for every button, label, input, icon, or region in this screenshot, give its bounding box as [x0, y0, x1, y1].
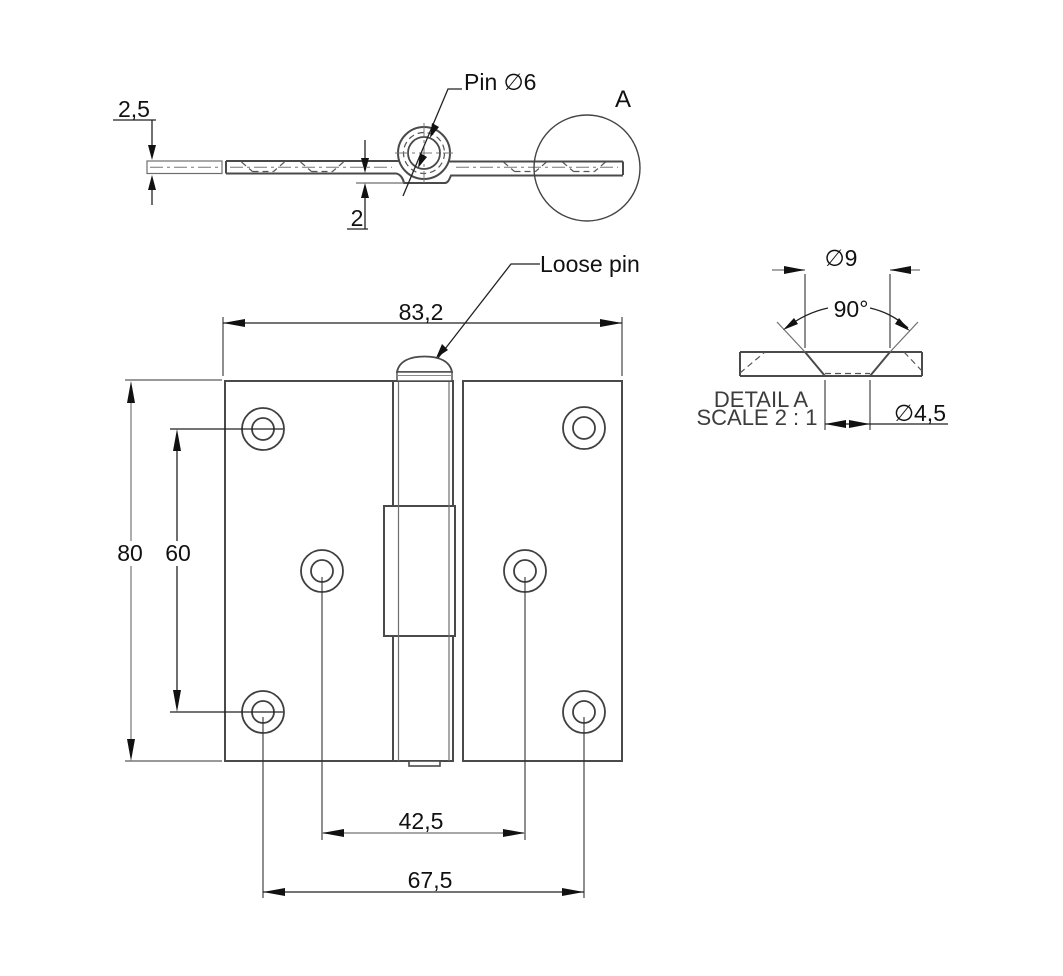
dimension-hole-mid: 42,5 — [321, 577, 526, 840]
countersink-3 — [503, 161, 547, 173]
dimension-hole-vertical: 60 — [165, 428, 283, 713]
detail-a-letter: A — [615, 86, 631, 113]
countersink-hidden-lines — [241, 161, 606, 173]
knuckle-top — [392, 380, 454, 507]
height-arrow-bottom — [127, 739, 135, 761]
countersink-2 — [300, 161, 344, 173]
dimension-hole-dia: ∅4,5 — [824, 380, 948, 430]
offset-text: 2 — [351, 205, 364, 231]
height-text: 80 — [117, 540, 143, 566]
loose-pin-leader — [437, 263, 540, 359]
thickness-arrow-bottom — [148, 175, 156, 190]
hole-dia-arrow-right — [849, 420, 870, 428]
dimension-thickness: 2,5 — [113, 96, 156, 205]
detail-countersink-slopes — [804, 351, 891, 377]
hole-mid-arrow-right — [503, 829, 525, 837]
csk-angle-arrow-left — [783, 318, 798, 330]
knuckle-middle — [383, 505, 456, 637]
detail-scale: SCALE 2 : 1 — [696, 405, 817, 430]
csk-dia-text: ∅9 — [825, 245, 858, 271]
hole-outer-arrow-right — [562, 888, 584, 896]
hole-v-text: 60 — [165, 540, 191, 566]
csk-dia-arrow-right — [890, 266, 911, 274]
detail-adjacent-csk-left — [739, 351, 766, 374]
hole-v-arrow-bottom — [173, 690, 181, 712]
width-arrow-right — [600, 319, 622, 327]
hole-v-arrow-top — [173, 429, 181, 451]
pin-leader-arrow-2 — [418, 153, 427, 168]
countersink-1 — [241, 161, 285, 173]
knuckle-bottom — [392, 635, 454, 762]
pin-head-collar — [396, 371, 453, 382]
hinge-leaf-edge-left — [146, 160, 223, 175]
thickness-arrow-top — [148, 145, 156, 160]
width-arrow-left — [223, 319, 245, 327]
offset-arrow-bottom — [361, 183, 369, 198]
pin-leader-line — [402, 88, 462, 197]
hole-mid-right — [503, 549, 547, 593]
detail-angle-extension-lines — [776, 321, 919, 353]
top-view: Pin ∅6 A 2,5 2 — [113, 69, 641, 231]
height-arrow-top — [127, 381, 135, 403]
dimension-csk-dia: ∅9 — [772, 245, 920, 348]
pin-foot — [408, 760, 441, 767]
hole-top-right — [562, 406, 606, 450]
hole-mid-text: 42,5 — [399, 808, 444, 834]
csk-dia-arrow-left — [784, 266, 805, 274]
loose-pin-text: Loose pin — [540, 251, 640, 277]
csk-angle-text: 90° — [834, 296, 869, 322]
front-view: Loose pin 83,2 80 60 — [117, 251, 640, 898]
pin-note-leader — [402, 88, 462, 197]
countersink-4 — [562, 161, 606, 173]
hole-mid-arrow-left — [322, 829, 344, 837]
pin-head-dome — [395, 355, 454, 373]
detail-plate-outline — [739, 351, 923, 377]
hole-dia-arrow-left — [825, 420, 846, 428]
hole-dia-text: ∅4,5 — [894, 400, 946, 426]
detail-a-circle — [533, 114, 641, 222]
detail-adjacent-csk-right — [903, 351, 923, 372]
csk-angle-arrow-right — [895, 318, 910, 331]
dimension-width: 83,2 — [222, 299, 623, 376]
hole-outer-arrow-left — [263, 888, 285, 896]
dimension-offset: 2 — [347, 140, 369, 231]
pin-leader-arrow-1 — [430, 123, 439, 138]
width-text: 83,2 — [399, 299, 444, 325]
offset-arrow-top — [361, 158, 369, 173]
hole-bottom-right — [562, 690, 606, 734]
dimension-csk-angle: 90° — [783, 296, 910, 331]
detail-view: ∅9 90° ∅4,5 DETAIL A SCALE 2 : 1 — [696, 245, 948, 430]
dimension-hole-outer: 67,5 — [262, 717, 585, 898]
dimension-height: 80 — [117, 379, 222, 762]
pin-barrel-lines — [397, 381, 450, 761]
detail-title: DETAIL A — [714, 387, 808, 412]
hole-outer-text: 67,5 — [408, 867, 453, 893]
thickness-text: 2,5 — [118, 96, 150, 122]
hole-mid-left — [300, 549, 344, 593]
loose-pin-callout: Loose pin — [436, 251, 640, 359]
pin-note-text: Pin ∅6 — [464, 69, 536, 95]
loose-pin-arrow — [436, 344, 448, 358]
